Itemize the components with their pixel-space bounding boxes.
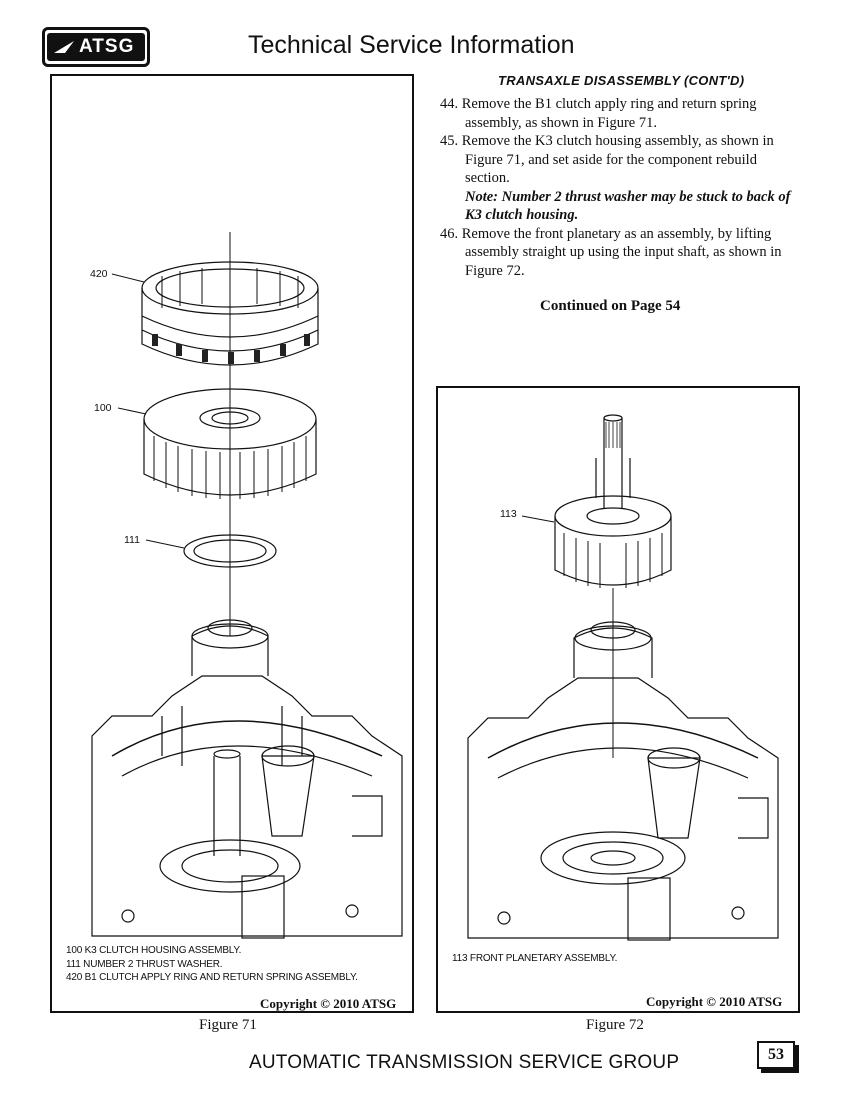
legend-item-113: 113 FRONT PLANETARY ASSEMBLY.	[452, 953, 618, 964]
callout-420: 420	[90, 268, 108, 280]
step-list: 44. Remove the B1 clutch apply ring and …	[440, 95, 800, 280]
continued-note: Continued on Page 54	[540, 298, 681, 314]
step-44: 44. Remove the B1 clutch apply ring and …	[440, 96, 757, 131]
footer-organization: AUTOMATIC TRANSMISSION SERVICE GROUP	[249, 1052, 680, 1073]
callout-111: 111	[124, 534, 140, 546]
figure-71-drawing	[91, 232, 403, 939]
legend-item-420: 420 B1 CLUTCH APPLY RING AND RETURN SPRI…	[66, 972, 358, 983]
figure-72-caption: Figure 72	[586, 1017, 644, 1033]
logo-wing-icon	[54, 41, 74, 53]
logo-text: ATSG	[79, 36, 135, 57]
callout-100: 100	[94, 402, 112, 414]
section-heading: TRANSAXLE DISASSEMBLY (CONT'D)	[498, 73, 745, 88]
figure-72-drawing	[467, 414, 779, 941]
figure-71-frame: 420 100 111 100 K3 CLUTCH HOUSING ASSEMB…	[50, 74, 414, 1013]
note: Note: Number 2 thrust washer may be stuc…	[465, 188, 791, 224]
figure-72-copyright: Copyright © 2010 ATSG	[646, 994, 783, 1009]
figure-71-copyright: Copyright © 2010 ATSG	[260, 996, 397, 1011]
figure-71-legend: 100 K3 CLUTCH HOUSING ASSEMBLY. 111 NUMB…	[66, 944, 358, 985]
legend-item-111: 111 NUMBER 2 THRUST WASHER.	[66, 958, 223, 970]
step-46: 46. Remove the front planetary as an ass…	[440, 225, 782, 279]
step-45: 45. Remove the K3 clutch housing assembl…	[440, 133, 774, 186]
atsg-logo: ATSG	[42, 27, 150, 67]
figure-72-legend: 113 FRONT PLANETARY ASSEMBLY.	[452, 952, 617, 966]
page-title: Technical Service Information	[248, 31, 575, 59]
page-number: 53	[757, 1041, 795, 1069]
legend-item-100: 100 K3 CLUTCH HOUSING ASSEMBLY.	[66, 945, 242, 956]
callout-113: 113	[500, 508, 517, 520]
figure-71-caption: Figure 71	[199, 1017, 257, 1033]
figure-72-frame: 113 113 FRONT PLANETARY ASSEMBLY. Copyri…	[436, 386, 800, 1013]
